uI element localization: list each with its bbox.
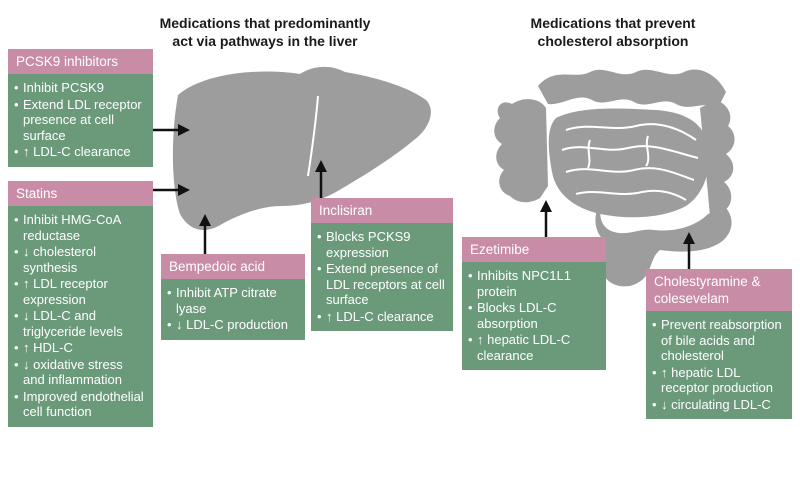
bullet-item: Inhibits NPC1L1 protein	[468, 268, 600, 299]
box-title: Cholestyramine & colesevelam	[646, 269, 792, 311]
intestine-icon	[494, 69, 735, 287]
heading-liver-medications: Medications that predominantly act via p…	[159, 15, 371, 49]
box-title: PCSK9 inhibitors	[8, 49, 153, 74]
bullet-item: ↑ LDL receptor expression	[14, 276, 147, 307]
arrow-statins-to-liver	[153, 184, 190, 196]
box-body: Inhibits NPC1L1 proteinBlocks LDL-C abso…	[462, 262, 606, 370]
bullet-item: Extend LDL receptor presence at cell sur…	[14, 97, 147, 144]
bullet-item: ↓ oxidative stress and inflammation	[14, 357, 147, 388]
box-title: Ezetimibe	[462, 237, 606, 262]
box-cholestyramine-colesevelam: Cholestyramine & colesevelam Prevent rea…	[646, 269, 792, 419]
box-body: Prevent reabsorption of bile acids and c…	[646, 311, 792, 419]
bullet-item: ↑ HDL-C	[14, 340, 147, 356]
bullet-item: Inhibit HMG-CoA reductase	[14, 212, 147, 243]
bullet-item: Inhibit ATP citrate lyase	[167, 285, 299, 316]
arrow-pcsk9-to-liver	[153, 124, 190, 136]
bullet-list: Inhibit PCSK9Extend LDL receptor presenc…	[14, 80, 147, 160]
liver-lobe-line	[307, 95, 319, 177]
arrow-inclisiran-to-liver	[315, 160, 327, 198]
bullet-item: Extend presence of LDL receptors at cell…	[317, 261, 447, 308]
bullet-item: ↓ cholesterol synthesis	[14, 244, 147, 275]
heading-absorption-medications: Medications that prevent cholesterol abs…	[530, 15, 696, 49]
box-pcsk9-inhibitors: PCSK9 inhibitors Inhibit PCSK9Extend LDL…	[8, 49, 153, 167]
box-title: Inclisiran	[311, 198, 453, 223]
bullet-item: Blocks LDL-C absorption	[468, 300, 600, 331]
box-statins: Statins Inhibit HMG-CoA reductase↓ chole…	[8, 181, 153, 427]
bullet-item: ↑ hepatic LDL-C clearance	[468, 332, 600, 363]
bullet-list: Inhibits NPC1L1 proteinBlocks LDL-C abso…	[468, 268, 600, 363]
box-body: Inhibit ATP citrate lyase↓ LDL-C product…	[161, 279, 305, 340]
arrow-ezetimibe-to-intestine	[540, 200, 552, 237]
bullet-list: Prevent reabsorption of bile acids and c…	[652, 317, 786, 412]
box-title: Statins	[8, 181, 153, 206]
arrow-bempedoic-to-liver	[199, 214, 211, 254]
bullet-item: ↓ LDL-C production	[167, 317, 299, 333]
bullet-list: Inhibit ATP citrate lyase↓ LDL-C product…	[167, 285, 299, 333]
bullet-list: Inhibit HMG-CoA reductase↓ cholesterol s…	[14, 212, 147, 420]
bullet-item: ↑ LDL-C clearance	[317, 309, 447, 325]
liver-icon	[172, 66, 431, 230]
box-body: Inhibit HMG-CoA reductase↓ cholesterol s…	[8, 206, 153, 427]
bullet-item: Improved endothelial cell function	[14, 389, 147, 420]
bullet-item: Blocks PCKS9 expression	[317, 229, 447, 260]
bullet-item: ↓ circulating LDL-C	[652, 397, 786, 413]
bullet-item: Prevent reabsorption of bile acids and c…	[652, 317, 786, 364]
arrow-cholestyramine-to-intestine	[683, 232, 695, 269]
box-body: Inhibit PCSK9Extend LDL receptor presenc…	[8, 74, 153, 167]
bullet-item: ↑ LDL-C clearance	[14, 144, 147, 160]
bullet-item: ↑ hepatic LDL receptor production	[652, 365, 786, 396]
box-inclisiran: Inclisiran Blocks PCKS9 expressionExtend…	[311, 198, 453, 331]
box-bempedoic-acid: Bempedoic acid Inhibit ATP citrate lyase…	[161, 254, 305, 340]
bullet-list: Blocks PCKS9 expressionExtend presence o…	[317, 229, 447, 324]
box-ezetimibe: Ezetimibe Inhibits NPC1L1 proteinBlocks …	[462, 237, 606, 370]
intestine-coils	[561, 123, 699, 201]
bullet-item: Inhibit PCSK9	[14, 80, 147, 96]
bullet-item: ↓ LDL-C and triglyceride levels	[14, 308, 147, 339]
box-title: Bempedoic acid	[161, 254, 305, 279]
box-body: Blocks PCKS9 expressionExtend presence o…	[311, 223, 453, 331]
